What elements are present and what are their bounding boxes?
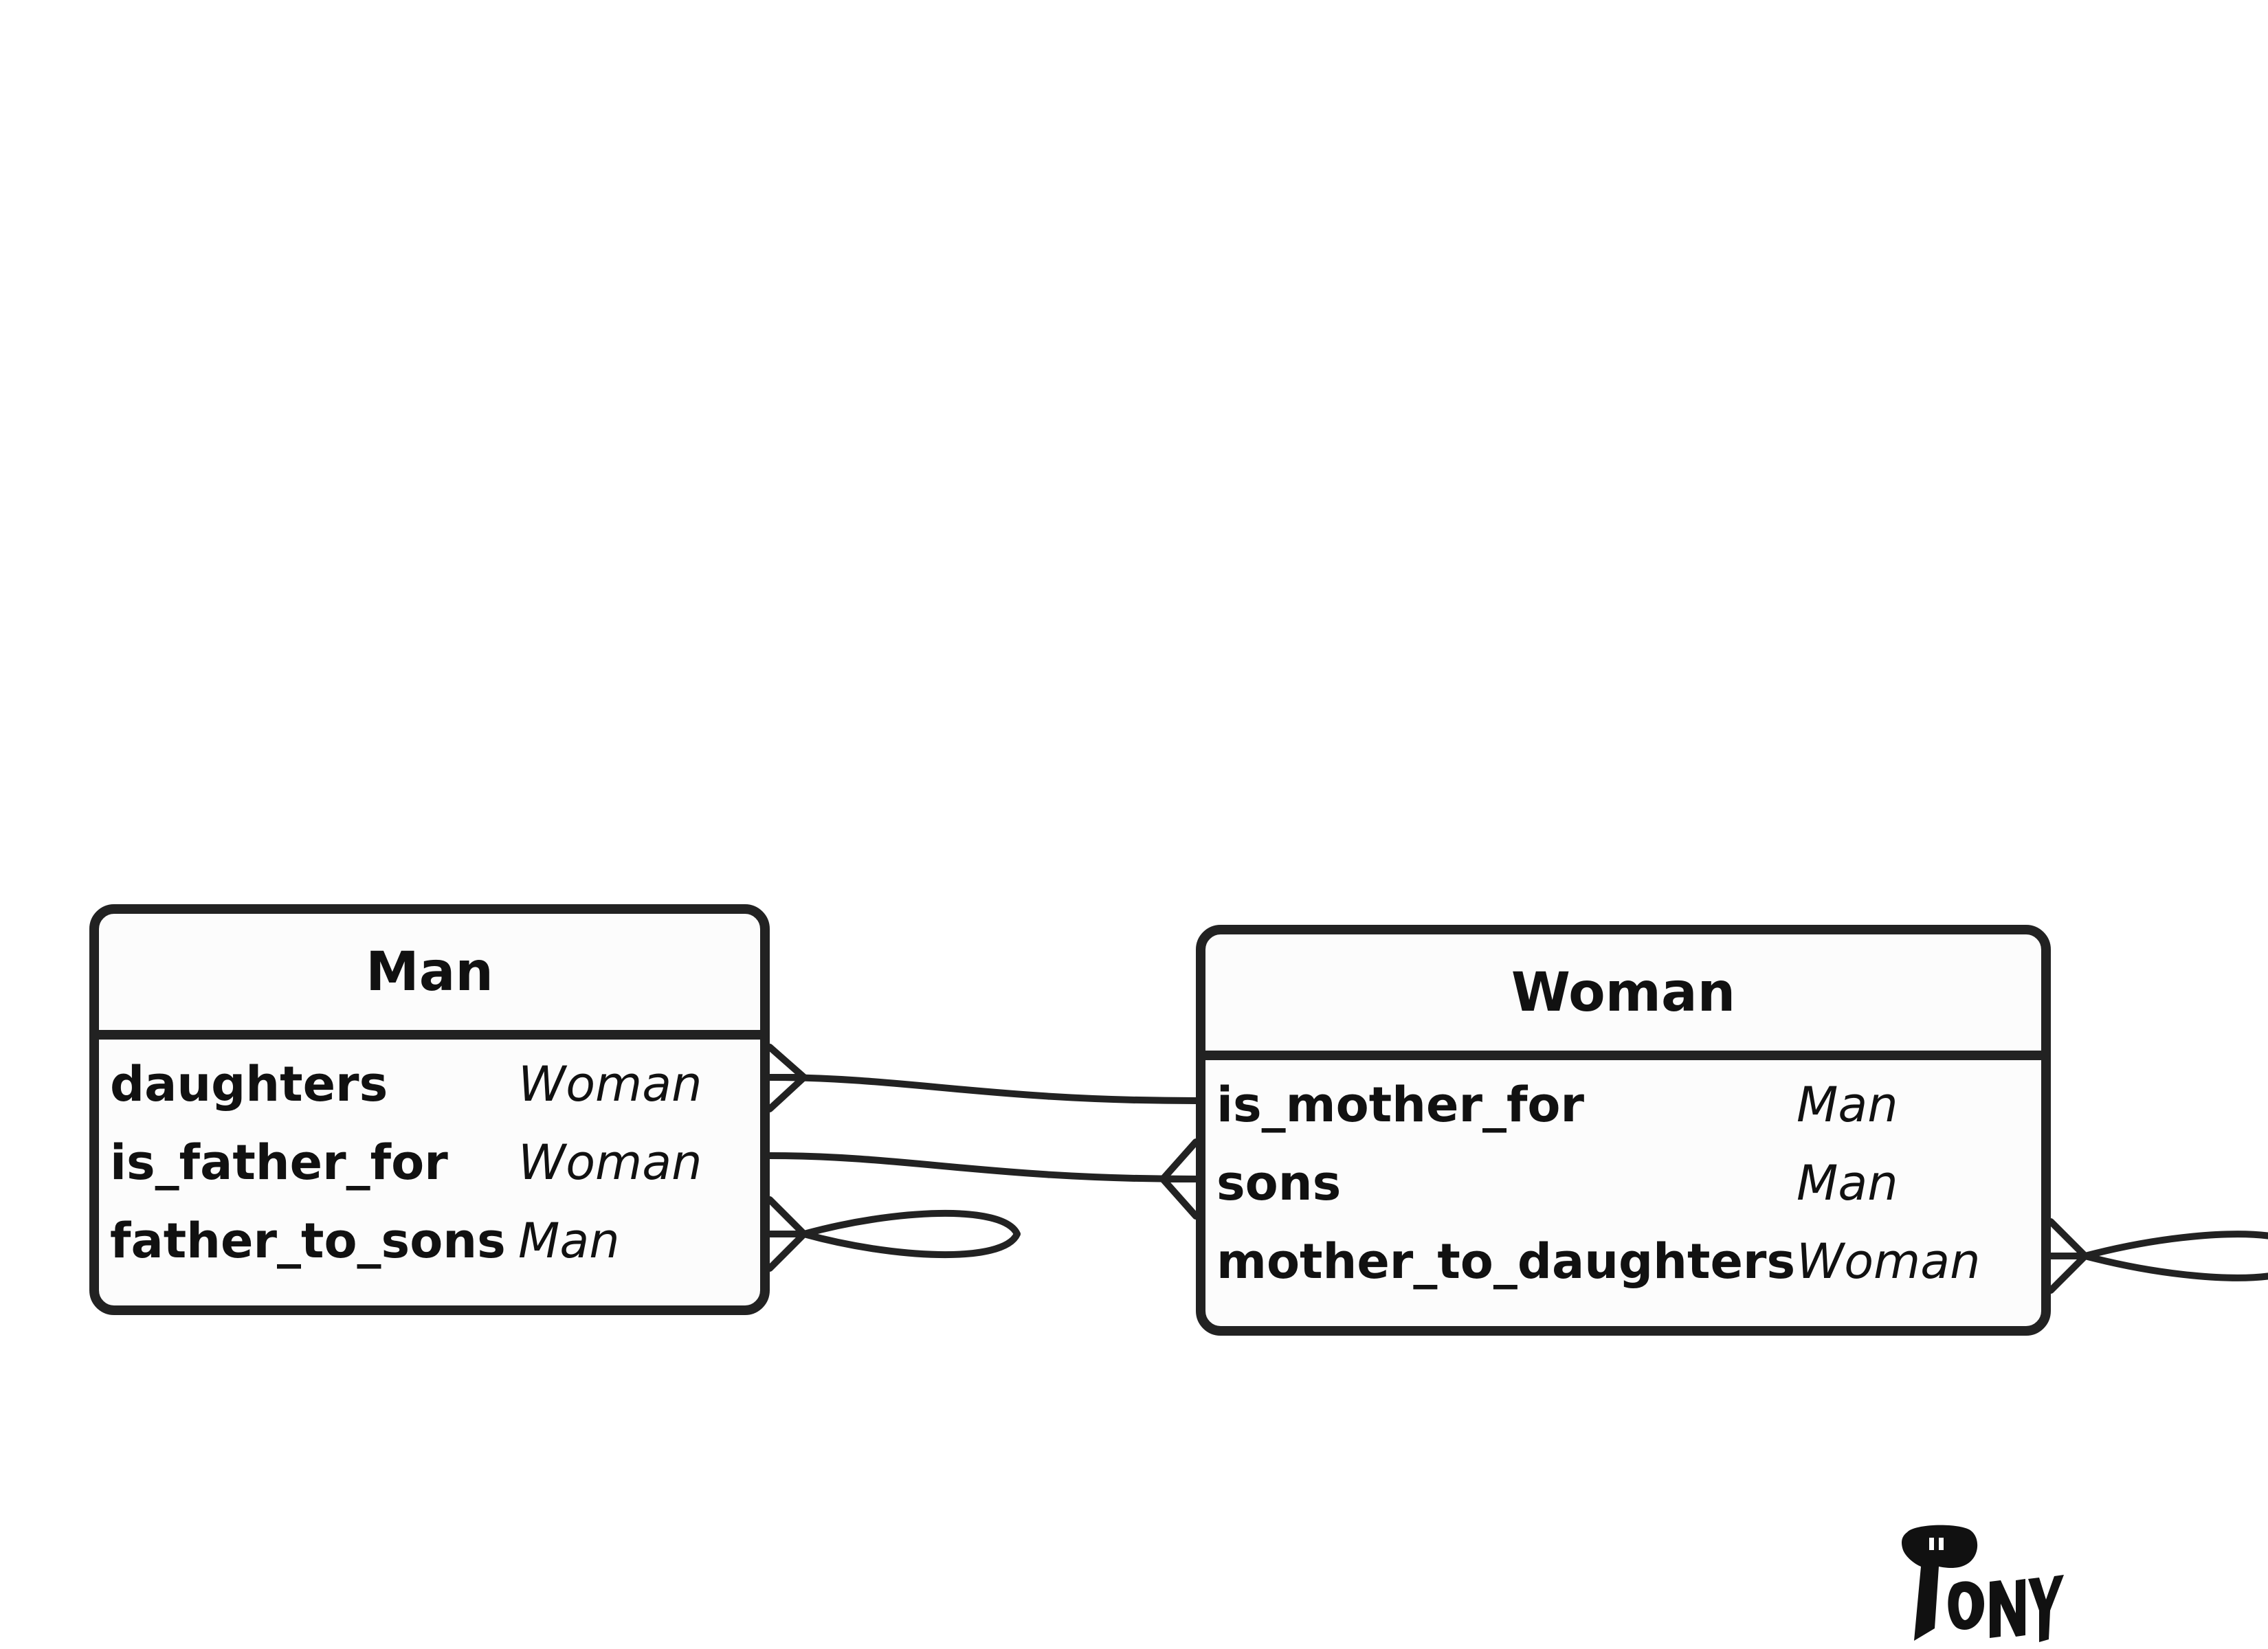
attribute-name: is_mother_for — [1216, 1077, 1585, 1133]
edge-father-to-sons-self-loop — [766, 1209, 1021, 1259]
entity-title: Woman — [1205, 934, 2041, 1060]
attribute-row: is_father_for Woman — [99, 1123, 760, 1202]
pony-logo-icon — [1902, 1525, 2064, 1642]
edge-daughters-is-mother-for — [766, 1074, 1199, 1104]
attribute-name: is_father_for — [110, 1134, 448, 1191]
entity-woman[interactable]: Woman is_mother_for Man sons Man mother_… — [1196, 925, 2051, 1336]
attribute-type: Woman — [1797, 1233, 1981, 1290]
entity-attributes: daughters Woman is_father_for Woman fath… — [99, 1040, 760, 1280]
attribute-type: Woman — [518, 1134, 702, 1191]
attribute-type: Woman — [518, 1056, 702, 1112]
attribute-name: daughters — [110, 1056, 388, 1112]
attribute-row: sons Man — [1205, 1144, 2041, 1222]
attribute-row: father_to_sons Man — [99, 1202, 760, 1280]
attribute-row: is_mother_for Man — [1205, 1066, 2041, 1144]
attribute-name: father_to_sons — [110, 1213, 506, 1269]
entity-man[interactable]: Man daughters Woman is_father_for Woman … — [89, 904, 770, 1315]
attribute-name: mother_to_daughters — [1216, 1233, 1796, 1290]
attribute-type: Man — [1797, 1155, 1898, 1211]
edge-mother-to-daughters-self-loop — [2047, 1231, 2268, 1281]
attribute-name: sons — [1216, 1155, 1342, 1211]
attribute-type: Man — [1797, 1077, 1898, 1133]
attribute-type: Man — [518, 1213, 620, 1269]
attribute-row: daughters Woman — [99, 1045, 760, 1123]
entity-title: Man — [99, 914, 760, 1040]
attribute-row: mother_to_daughters Woman — [1205, 1222, 2041, 1301]
edge-is-father-for-sons — [766, 1152, 1199, 1182]
entity-attributes: is_mother_for Man sons Man mother_to_dau… — [1205, 1060, 2041, 1301]
